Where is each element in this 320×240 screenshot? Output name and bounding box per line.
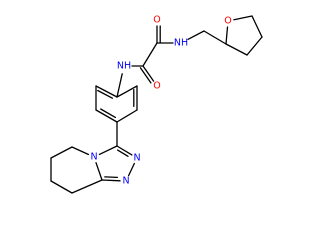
- bond-c18-c19: [50, 180, 73, 194]
- atom-label-layer: O O O NH NH N N N: [90, 15, 231, 187]
- bond-c10-c11: [95, 109, 118, 123]
- bond-c3-c4: [225, 43, 248, 56]
- atom-label-o3: O: [153, 81, 160, 92]
- bond-n5-c15: [95, 162, 103, 181]
- bond-c8-c9: [95, 85, 118, 98]
- bond-c10-c11-inner: [100, 108, 117, 119]
- bond-c2-c3: [246, 36, 263, 56]
- atom-label-n3: N: [133, 153, 140, 164]
- bond-c15-n4-inner: [104, 176, 119, 179]
- bond-layer: [50, 15, 263, 194]
- bond-c7-o3: [142, 65, 155, 82]
- atom-label-n1: NH: [174, 38, 188, 49]
- chemical-structure-diagram: O O O NH NH N N N: [50, 15, 263, 194]
- bond-c5-n1: [187, 30, 205, 40]
- bond-c7-o3-second: [139, 67, 152, 84]
- bond-c13-c8: [116, 85, 138, 98]
- bond-n3-c14-inner: [116, 149, 129, 157]
- bond-c16-c17: [50, 146, 73, 159]
- bond-c1-c2: [251, 15, 263, 38]
- bond-o1-c1: [233, 15, 253, 21]
- atom-label-n2: NH: [117, 61, 131, 72]
- bond-c15-n4: [101, 179, 121, 182]
- bond-c4-c5: [203, 30, 227, 45]
- bond-n5-c16: [71, 146, 90, 156]
- bond-c8-c9-inner: [97, 89, 114, 99]
- bond-n3-c14: [116, 145, 133, 156]
- bond-c11-c12: [116, 109, 138, 123]
- bond-c6-c7: [142, 42, 158, 67]
- bond-c14-n5: [98, 145, 118, 156]
- bond-n2-c8: [116, 73, 123, 98]
- atom-label-n5: N: [90, 152, 97, 163]
- bond-c4-o1: [225, 26, 229, 45]
- atom-label-o2: O: [153, 15, 160, 26]
- bond-n4-n3: [127, 162, 136, 177]
- atom-label-n4: N: [122, 176, 129, 187]
- bond-c19-c15: [71, 179, 103, 194]
- atom-label-o1: O: [224, 16, 231, 27]
